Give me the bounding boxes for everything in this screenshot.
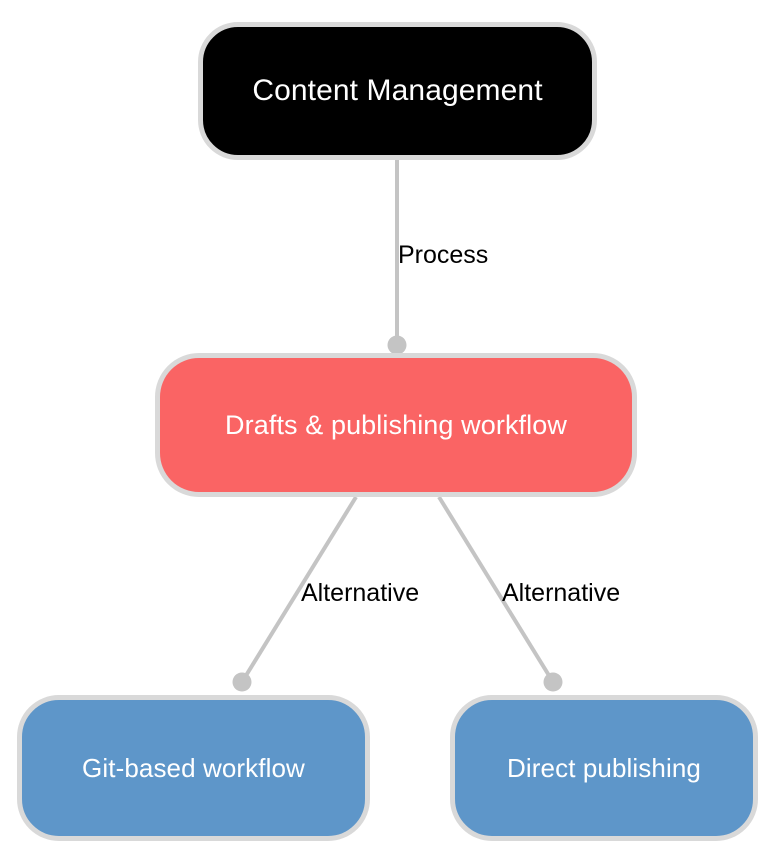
node-direct-publishing[interactable]: Direct publishing <box>450 695 758 841</box>
edge-alt-right <box>437 495 563 692</box>
edge-label-process: Process <box>398 241 489 269</box>
edge-alt-right-endpoint <box>543 672 563 692</box>
edge-alt-left <box>232 495 358 692</box>
node-direct-publishing-label: Direct publishing <box>507 752 701 783</box>
node-content-management-label: Content Management <box>252 74 543 107</box>
edge-alt-right-line <box>437 495 555 684</box>
edge-label-alternative-left: Alternative <box>301 579 420 607</box>
edge-label-alternative-right: Alternative <box>502 579 621 607</box>
node-drafts-publishing-workflow[interactable]: Drafts & publishing workflow <box>155 353 637 497</box>
edge-process <box>387 160 407 355</box>
node-git-based-workflow-label: Git-based workflow <box>82 752 305 783</box>
node-content-management[interactable]: Content Management <box>198 22 597 160</box>
node-git-based-workflow[interactable]: Git-based workflow <box>17 695 370 841</box>
edge-alt-left-endpoint <box>232 672 252 692</box>
edge-process-endpoint <box>387 335 407 355</box>
node-drafts-publishing-workflow-label: Drafts & publishing workflow <box>225 409 567 440</box>
edge-alt-left-line <box>240 495 358 684</box>
